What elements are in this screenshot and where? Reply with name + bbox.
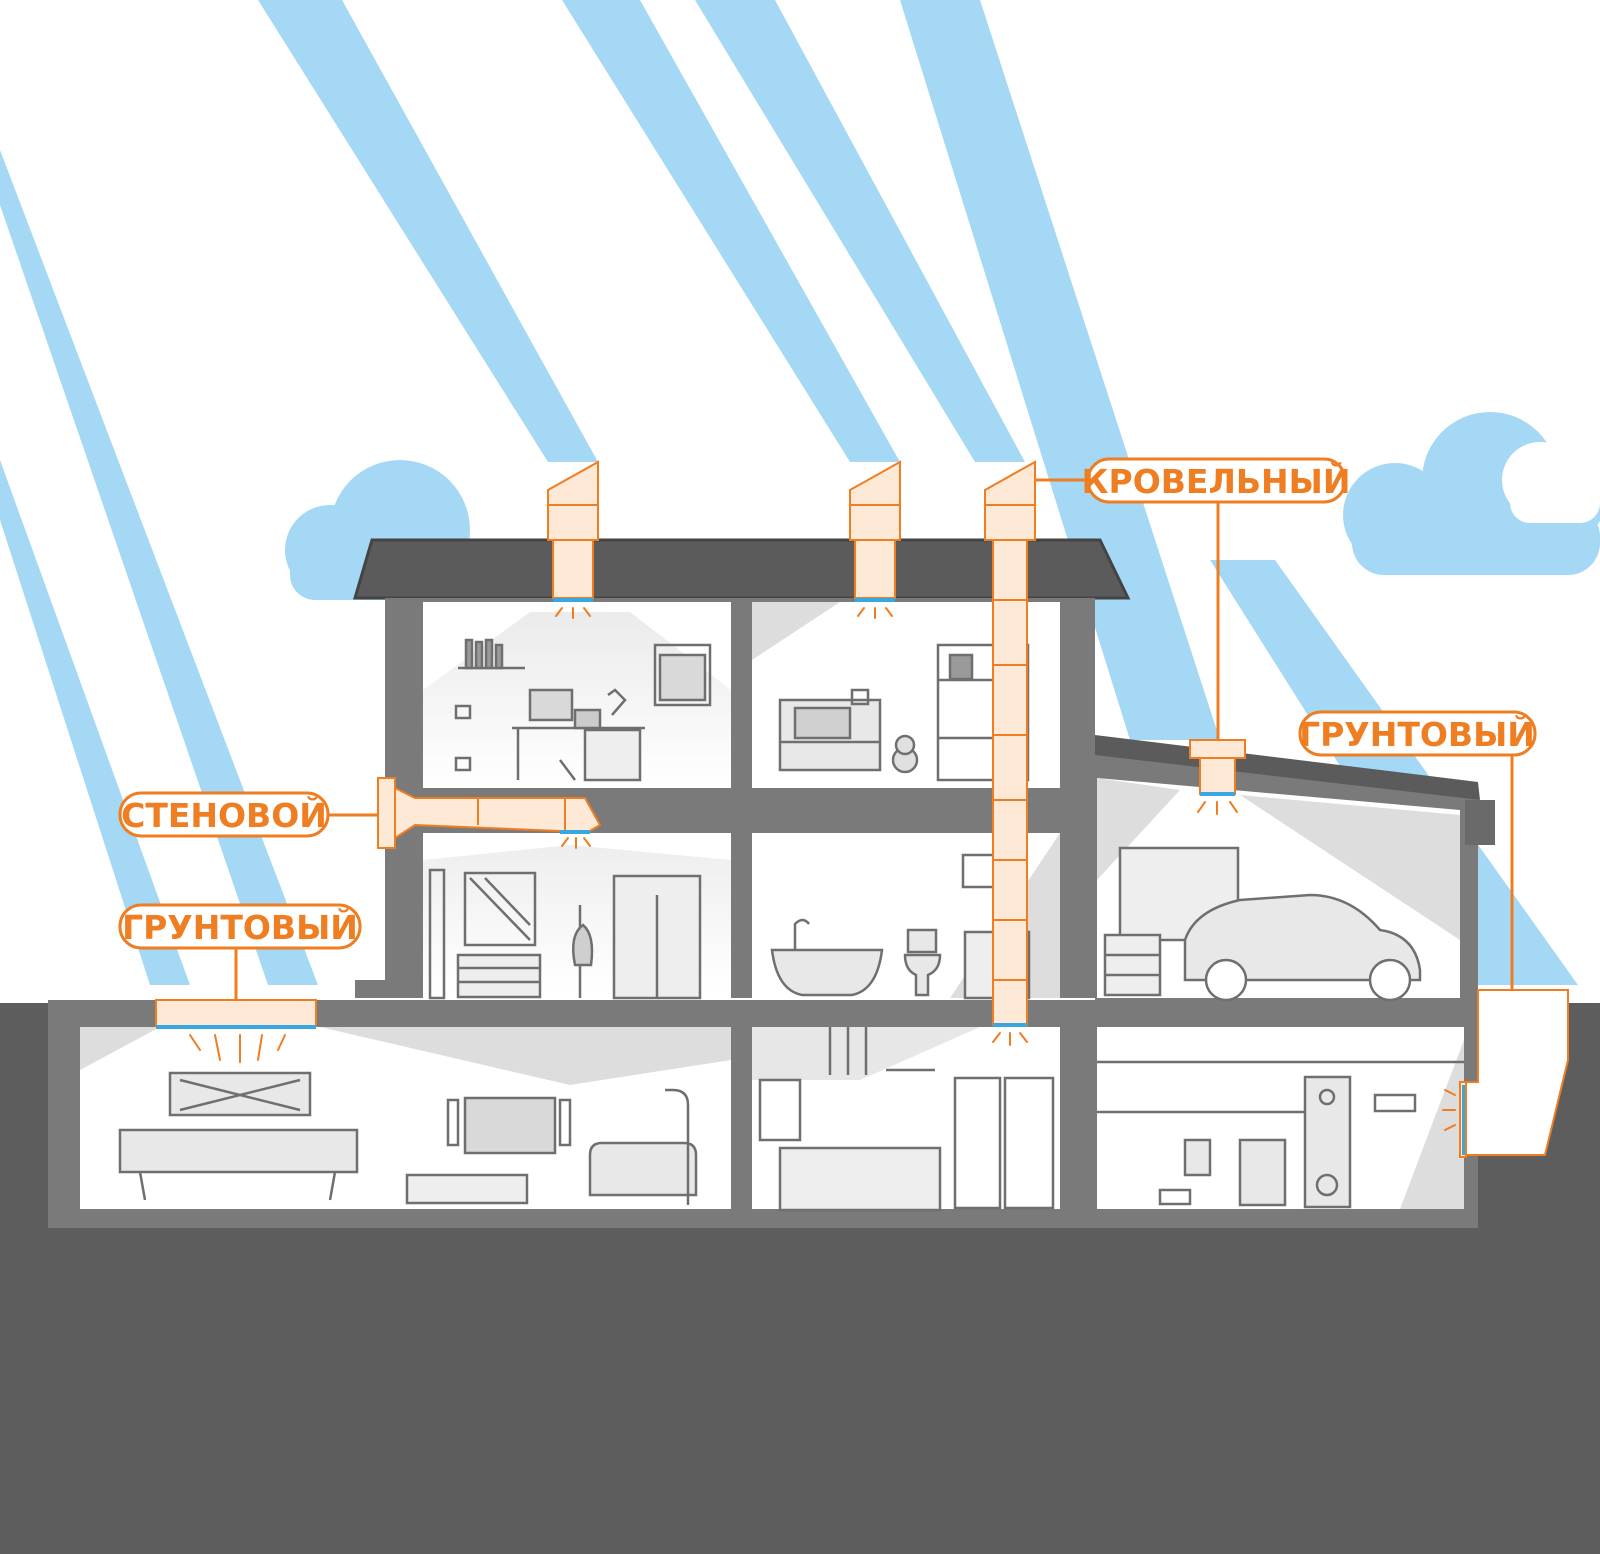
kitchen-furniture <box>758 1027 1055 1212</box>
ground-left-label: ГРУНТОВЫЙ <box>122 907 358 947</box>
wall-label: СТЕНОВОЙ <box>121 795 327 835</box>
light-rays <box>189 607 1456 1131</box>
hallway-furniture <box>428 868 702 1000</box>
ground-light-right <box>1459 989 1569 1158</box>
roof-skylight-2 <box>849 460 901 602</box>
ground-left-label-callout: ГРУНТОВЫЙ <box>118 903 362 1000</box>
wall-label-callout: СТЕНОВОЙ <box>118 791 378 838</box>
cloud-right <box>1343 412 1600 575</box>
roof-skylight-1 <box>547 460 599 602</box>
office-furniture <box>454 638 712 782</box>
living-furniture <box>118 1071 698 1205</box>
garage-furniture <box>1103 846 1422 1002</box>
ground-light-left <box>155 999 317 1029</box>
wall-light-tube <box>377 777 602 849</box>
roof-label-callout: КРОВЕЛЬНЫЙ <box>1035 457 1351 740</box>
garage-roof-skylight <box>1189 739 1246 796</box>
boiler-furniture <box>1097 1060 1464 1209</box>
ground-right-label-callout: ГРУНТОВЫЙ <box>1298 710 1537 990</box>
roof-skylight-3-long <box>984 460 1036 1027</box>
ground-right-label: ГРУНТОВЫЙ <box>1299 714 1535 754</box>
roof-label: КРОВЕЛЬНЫЙ <box>1082 461 1351 501</box>
